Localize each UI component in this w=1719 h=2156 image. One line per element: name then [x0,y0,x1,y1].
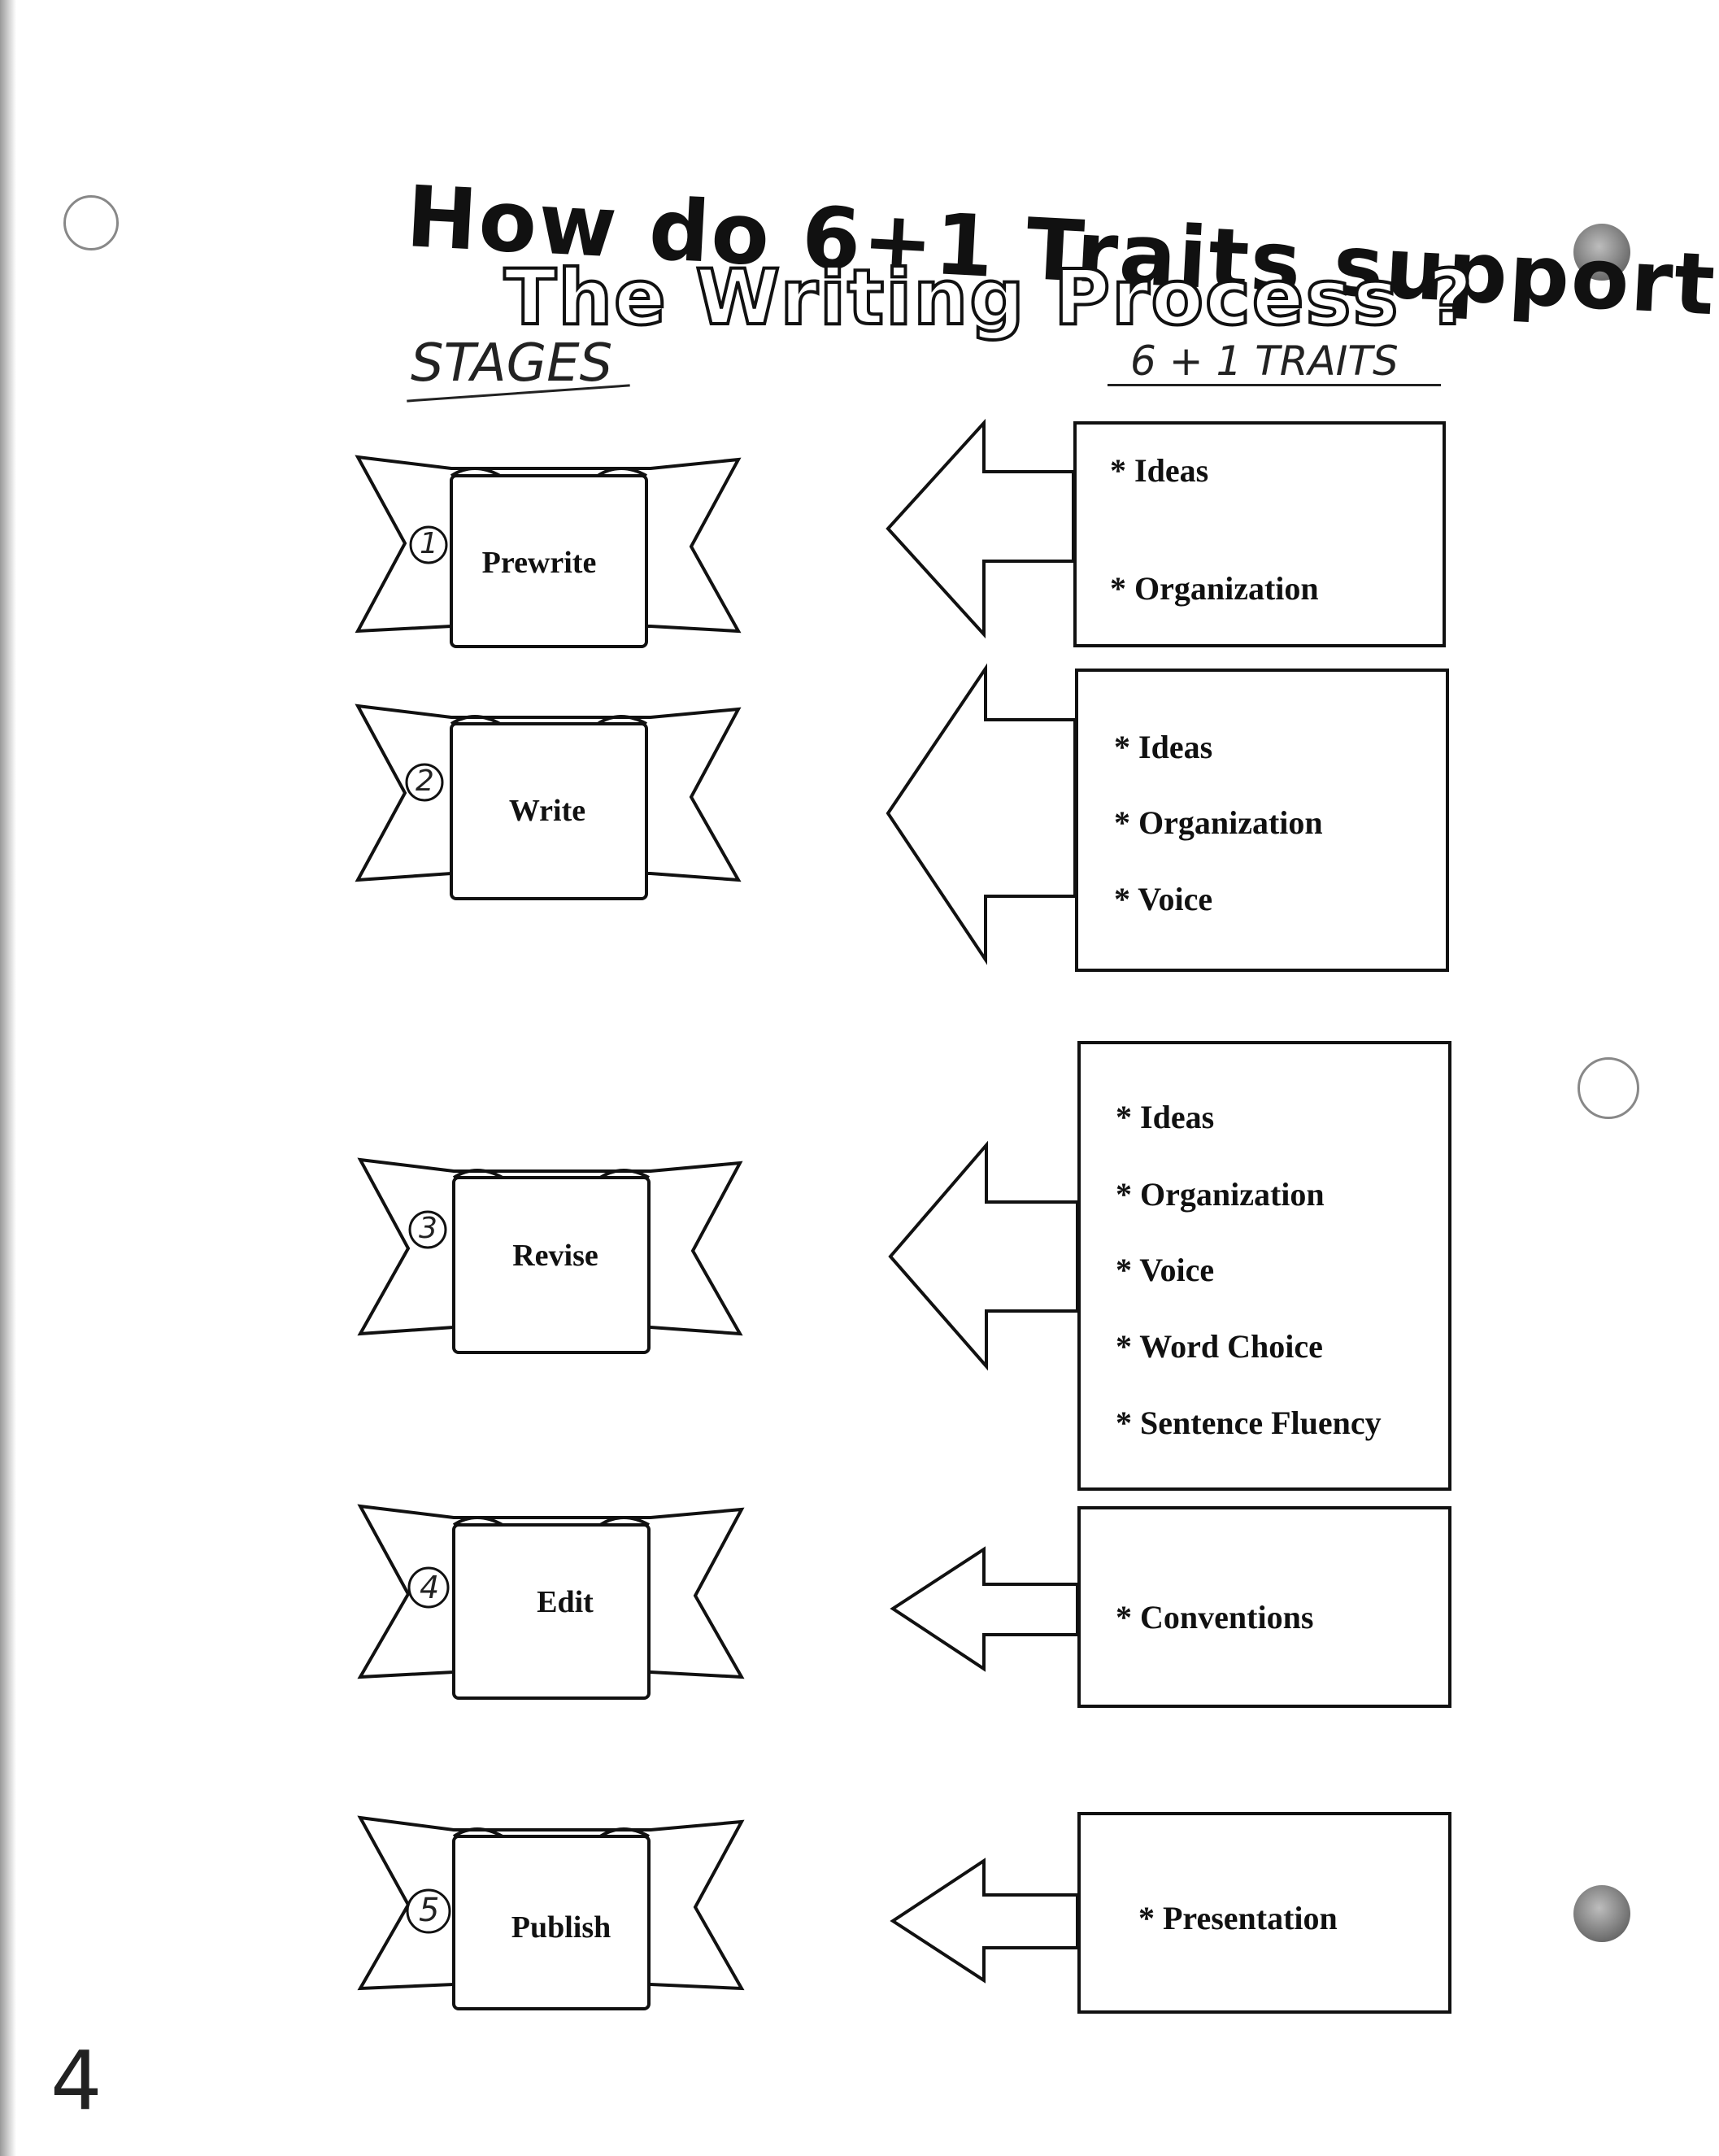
number-circle-5 [406,1888,451,1934]
traits-box-5 [1077,1812,1451,2014]
stage-number-5: 5 [419,1892,440,1929]
binding-edge [0,0,16,2156]
row-4-shapes [357,1504,1079,1700]
punch-hole-top-left [63,195,119,250]
trait-item: * Word Choice [1116,1328,1323,1365]
stage-label-write: Write [508,794,586,828]
arrow-4 [890,1546,1079,1672]
trait-item: * Organization [1114,804,1323,841]
trait-item: * Organization [1116,1176,1325,1213]
traits-box-4 [1077,1506,1451,1708]
trait-item: * Voice [1114,881,1213,917]
traits-label: 6 + 1 TRAITS [1130,338,1399,385]
traits-box-1 [1073,421,1446,647]
punch-hole-top-right [1573,224,1630,281]
arrow-3 [888,1140,1079,1371]
trait-item: * Conventions [1116,1599,1314,1636]
stage-label-revise: Revise [512,1239,598,1273]
traits-box-2 [1075,669,1449,972]
number-circle-1 [409,525,448,564]
trait-item: * Ideas [1116,1099,1215,1135]
punch-hole-mid-right [1578,1057,1639,1119]
banner-4 [452,1523,651,1700]
trait-item: * Presentation [1138,1900,1338,1936]
banner-3 [452,1176,651,1354]
arrow-2 [886,663,1077,965]
traits-underline [1108,384,1441,386]
banner-2 [450,722,648,900]
stage-label-edit: Edit [537,1585,594,1619]
diagram-shapes [355,418,1079,2010]
stage-label-publish: Publish [511,1910,611,1945]
row-5-shapes [357,1815,1079,2010]
page-number: 4 [50,2033,102,2128]
row-2-shapes [355,663,1077,965]
stages-label: STAGES [411,333,613,394]
title-line-2: The Writing Process ? [503,252,1474,344]
stage-number-4: 4 [420,1570,440,1605]
stage-label-prewrite: Prewrite [481,546,597,580]
trait-item: * Ideas [1110,452,1209,489]
number-circle-3 [408,1210,447,1249]
trait-item: * Sentence Fluency [1116,1405,1382,1441]
traits-box-3 [1077,1041,1451,1491]
number-circle-4 [407,1566,450,1609]
arrow-5 [890,1858,1079,1984]
trait-item: * Voice [1116,1252,1215,1288]
banner-1 [450,474,648,648]
trait-item: * Ideas [1114,729,1213,765]
row-3-shapes [357,1140,1079,1371]
stage-number-2: 2 [416,764,434,798]
arrow-1 [886,418,1075,639]
stage-number-1: 1 [420,527,438,560]
trait-item: * Organization [1110,570,1319,607]
banner-5 [452,1835,651,2010]
punch-hole-bottom-right [1573,1885,1630,1942]
row-1-shapes [355,418,1075,648]
number-circle-2 [405,763,444,802]
stage-number-3: 3 [419,1212,437,1245]
